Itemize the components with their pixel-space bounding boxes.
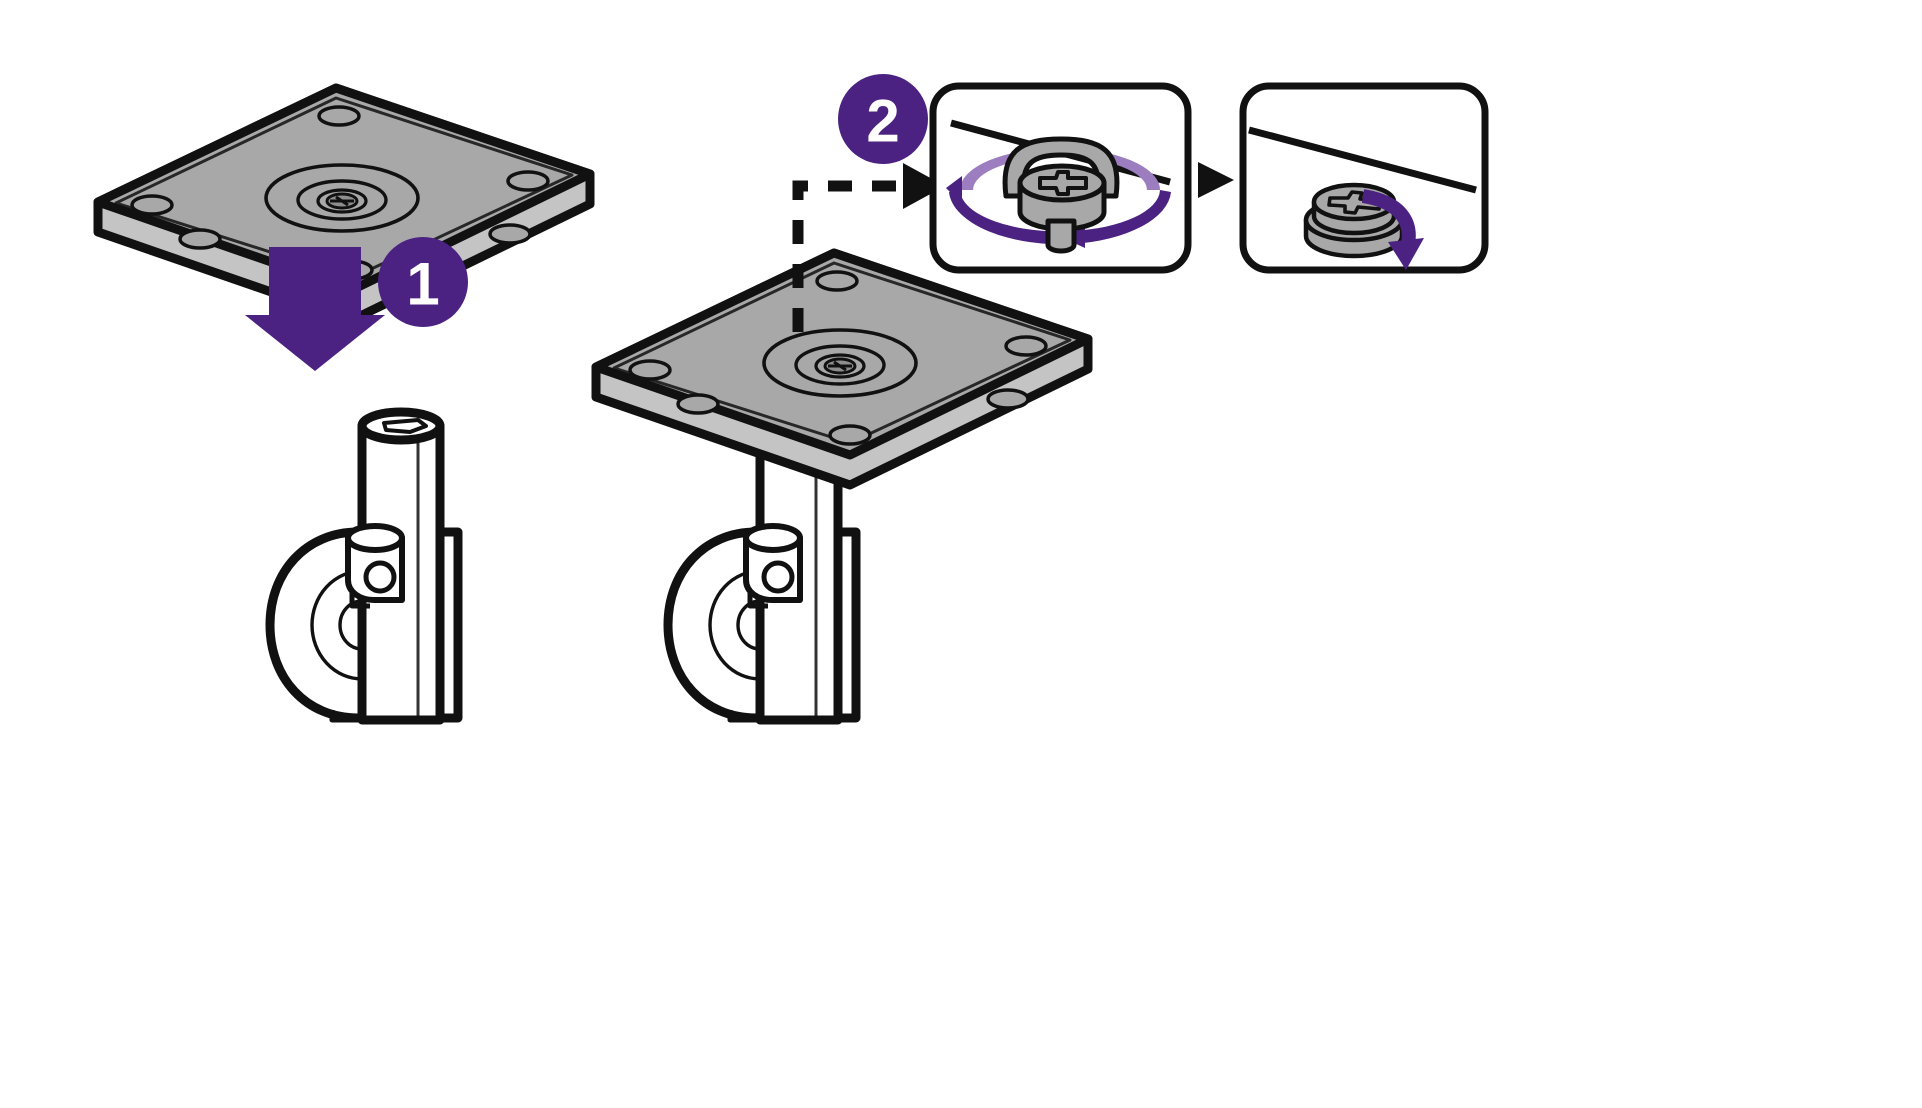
plate-edge-line-b xyxy=(1248,126,1477,194)
step-2-badge: 2 xyxy=(838,74,928,164)
thumbscrew-cross-slot xyxy=(1038,170,1088,196)
step-2-leader-arrowhead xyxy=(903,163,945,209)
panel-to-panel-arrow xyxy=(1198,162,1234,198)
step-2-badge-label: 2 xyxy=(866,88,899,155)
step-1-down-arrow xyxy=(245,247,385,371)
thumbscrew-handle-raised xyxy=(1002,136,1120,199)
detail-panel-fold xyxy=(1239,82,1489,274)
step-2-callout xyxy=(792,163,945,332)
step-1-badge-circle xyxy=(378,237,468,327)
rotation-ring-tail xyxy=(946,176,962,204)
fold-arrow-head xyxy=(1388,238,1424,270)
rotation-ring-front-right xyxy=(1072,190,1171,244)
step-1-badge: 1 xyxy=(378,237,468,327)
detail-panel-fold-frame xyxy=(1239,82,1489,274)
step-1-badge-label: 1 xyxy=(406,251,439,318)
thumbscrew-shaft xyxy=(1045,218,1077,254)
detail-panel-tighten xyxy=(929,82,1192,274)
step-2-badge-circle xyxy=(838,74,928,164)
step-1-group: 1 xyxy=(245,237,468,371)
thumbscrew-handle-folded xyxy=(1327,190,1382,215)
step-2-dashed-leader xyxy=(792,180,910,332)
